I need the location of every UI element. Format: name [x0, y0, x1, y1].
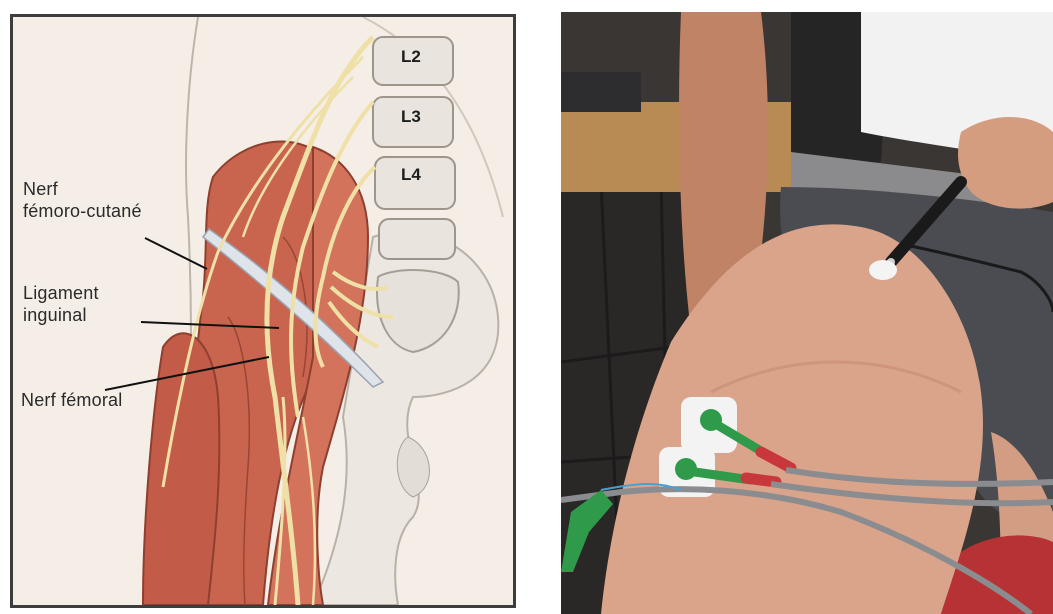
label-nerf-femoro-cutane-line2: fémoro-cutané: [23, 200, 142, 222]
label-ligament-inguinal: Ligament inguinal: [23, 282, 99, 326]
label-ligament-inguinal-line1: Ligament: [23, 282, 99, 304]
label-nerf-femoro-cutane: Nerf fémoro-cutané: [23, 178, 142, 222]
anatomy-illustration: L2 L3 L4 Nerf fémoro-cutané Ligament ing…: [10, 14, 516, 608]
vertebra-label-l4: L4: [401, 165, 421, 185]
nerve-stimulation-photo: [561, 12, 1053, 614]
vertebra-label-l2: L2: [401, 47, 421, 67]
vertebra-label-l3: L3: [401, 107, 421, 127]
photo-drawing: [561, 12, 1053, 614]
label-nerf-femoro-cutane-line1: Nerf: [23, 178, 142, 200]
label-ligament-inguinal-line2: inguinal: [23, 304, 99, 326]
label-nerf-femoral: Nerf fémoral: [21, 389, 122, 411]
